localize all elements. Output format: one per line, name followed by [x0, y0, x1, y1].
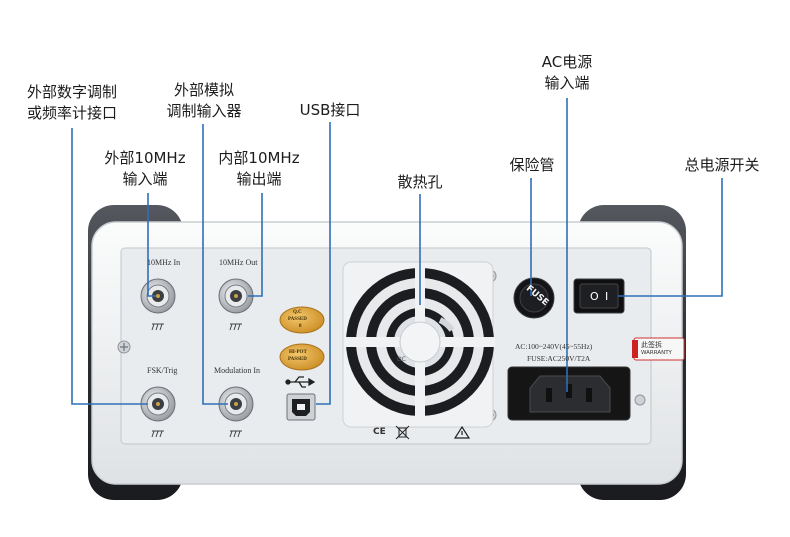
callout-fuse-holder: 保险管 — [496, 155, 568, 176]
qc-sticker-line2: PASSED — [288, 317, 307, 322]
switch-on-symbol: I — [605, 290, 609, 303]
callout-ext-mod-digital-line2: 或频率计接口 — [26, 104, 117, 122]
callout-int-10mhz-out: 内部10MHz 输出端 — [204, 148, 314, 190]
callout-int-10mhz-out-line1: 内部10MHz — [218, 149, 300, 167]
callout-ext-mod-digital-line1: 外部数字调制 — [26, 83, 117, 101]
callout-line-ext-10mhz-in — [147, 193, 156, 297]
callout-line-usb — [316, 122, 331, 405]
hipot-passed-sticker — [279, 343, 325, 371]
power-switch[interactable] — [573, 278, 625, 314]
usb-icon — [285, 376, 316, 388]
callout-ext-10mhz-in-line1: 外部10MHz — [104, 149, 186, 167]
callout-ext-10mhz-in: 外部10MHz 输入端 — [90, 148, 200, 190]
callout-ext-analog-mod: 外部模拟 调制输入器 — [156, 80, 252, 122]
ce-mark: CE — [373, 427, 386, 437]
fan-vent-grille — [342, 261, 495, 428]
callout-ext-mod-digital: 外部数字调制 或频率计接口 — [10, 82, 134, 124]
callout-fuse-holder-line1: 保险管 — [509, 156, 555, 174]
weee-bin-icon — [395, 425, 410, 440]
fan-label: DC — [397, 356, 406, 363]
ac-power-socket[interactable] — [507, 366, 631, 421]
callout-line-ext-mod-digital — [71, 128, 148, 405]
panel-screw-right — [634, 394, 646, 406]
power-spec-text: AC:100~240V(45~55Hz) — [515, 342, 593, 351]
callout-vent-holes-line1: 散热孔 — [397, 173, 443, 191]
label-10mhz-out: 10MHz Out — [219, 258, 258, 267]
usb-b-port[interactable] — [286, 393, 316, 421]
callout-line-switch — [618, 178, 723, 297]
callout-ac-power-input: AC电源 输入端 — [528, 52, 606, 94]
warranty-line1: 此签拆 — [641, 341, 662, 349]
warranty-line2: WARRANTY — [641, 350, 672, 356]
callout-main-power-switch-line1: 总电源开关 — [684, 156, 760, 174]
callout-vent-holes: 散热孔 — [384, 172, 456, 193]
callout-ac-power-input-line2: 输入端 — [544, 74, 590, 92]
qc-passed-sticker — [279, 306, 325, 334]
qc-sticker-line1: Q.C — [293, 310, 302, 315]
bnc-10mhz-out[interactable] — [218, 278, 254, 314]
callout-ext-10mhz-in-line2: 输入端 — [122, 170, 168, 188]
bnc-10mhz-in[interactable] — [140, 278, 176, 314]
callout-ext-analog-mod-line2: 调制输入器 — [166, 102, 242, 120]
switch-off-symbol: O — [590, 290, 599, 303]
callout-main-power-switch: 总电源开关 — [668, 155, 776, 176]
callout-lines — [71, 98, 723, 405]
qc-sticker-line3: 8 — [299, 324, 302, 329]
label-modulation-in: Modulation In — [214, 366, 260, 375]
callout-int-10mhz-out-line2: 输出端 — [236, 170, 282, 188]
hipot-sticker-line1: HI-POT — [289, 350, 307, 355]
ground-symbol-icon — [151, 323, 242, 438]
callout-usb-port: USB接口 — [290, 100, 370, 121]
fuse-spec-text: FUSE:AC250V/T2A — [527, 354, 591, 363]
bnc-fsk-trig[interactable] — [140, 386, 176, 422]
callout-ac-power-input-line1: AC电源 — [541, 53, 593, 71]
callout-usb-port-line1: USB接口 — [299, 101, 361, 119]
label-10mhz-in: 10MHz In — [147, 258, 181, 267]
warning-triangle-icon — [453, 425, 471, 439]
hipot-sticker-line2: PASSED — [288, 357, 307, 362]
callout-line-int-10mhz-out — [248, 193, 263, 297]
callout-ext-analog-mod-line1: 外部模拟 — [173, 81, 234, 99]
callout-line-ext-analog-mod — [202, 124, 228, 405]
fuse-holder[interactable] — [513, 277, 555, 319]
label-fsk-trig: FSK/Trig — [147, 366, 178, 375]
